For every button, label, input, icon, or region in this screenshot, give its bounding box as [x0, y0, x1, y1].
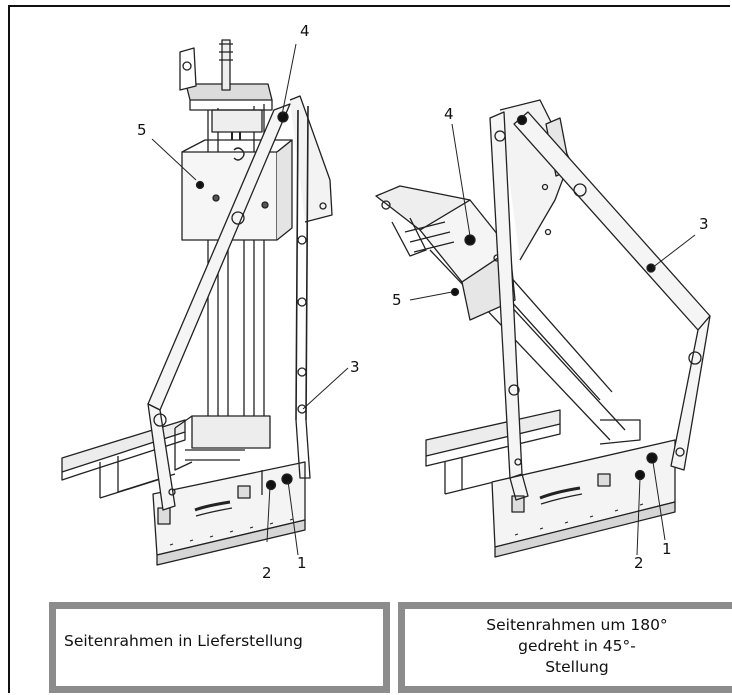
left-leader-lines — [151, 43, 349, 556]
caption-right-box: Seitenrahmen um 180° gedreht in 45°- Ste… — [398, 602, 732, 693]
right-front-plate — [491, 439, 676, 558]
callout-left-3: 3 — [350, 358, 360, 376]
callout-left-5: 5 — [137, 121, 147, 139]
left-side-panel — [289, 95, 333, 479]
callout-right-1: 1 — [662, 540, 672, 558]
left-column — [174, 39, 293, 471]
callout-right-4: 4 — [444, 105, 454, 123]
right-assembly — [375, 99, 711, 558]
right-vertical-strut — [489, 111, 529, 501]
left-assembly — [61, 39, 349, 566]
figure-frame — [8, 5, 730, 693]
right-leader-lines — [409, 123, 696, 556]
callout-right-2: 2 — [634, 554, 644, 572]
caption-left-text: Seitenrahmen in Lieferstellung — [64, 632, 303, 650]
caption-right-text: Seitenrahmen um 180° gedreht in 45°- Ste… — [486, 616, 668, 676]
caption-left-box: Seitenrahmen in Lieferstellung — [49, 602, 390, 693]
technical-drawing — [61, 39, 711, 566]
right-diagonal-arm — [513, 111, 711, 471]
callout-right-5: 5 — [392, 291, 402, 309]
left-front-plate — [152, 461, 306, 566]
callout-left-1: 1 — [297, 554, 307, 572]
callout-left-4: 4 — [300, 22, 310, 40]
callout-right-3: 3 — [699, 215, 709, 233]
left-diagonal-arm — [147, 103, 291, 511]
callout-left-2: 2 — [262, 564, 272, 582]
